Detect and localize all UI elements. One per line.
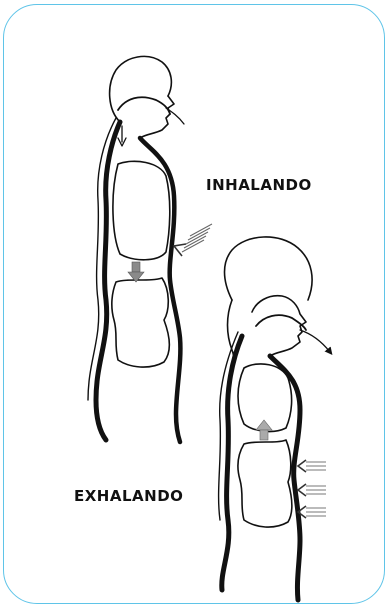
air-in-arrow (174, 224, 212, 256)
inhale-label: INHALANDO (206, 176, 312, 194)
exhale-label: EXHALANDO (74, 487, 183, 505)
inhale-figure (88, 56, 184, 442)
compression-arrows (298, 460, 326, 518)
exhale-figure (219, 237, 330, 600)
diaphragm-up-arrow (256, 420, 272, 440)
diaphragm-down-arrow (128, 262, 144, 282)
